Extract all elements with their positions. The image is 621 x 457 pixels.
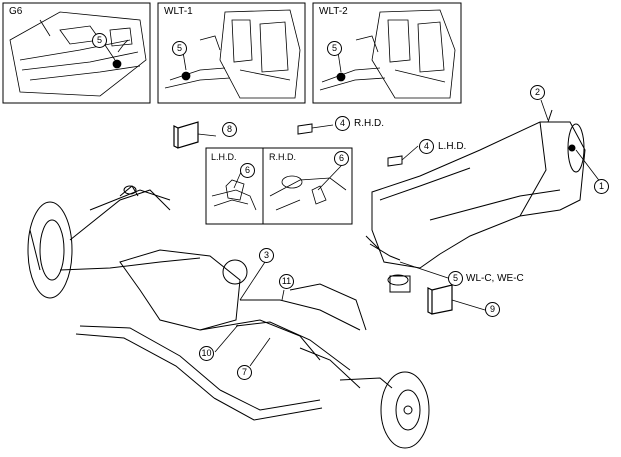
inset-wlt2-frame	[312, 2, 462, 104]
sub-inset-lhd-callout: 6	[240, 163, 255, 178]
callout-9: 9	[485, 302, 500, 317]
inset-g6-frame	[2, 2, 151, 104]
callout-10: 10	[199, 346, 214, 361]
callout-2: 2	[530, 85, 545, 100]
sub-inset-sketch	[211, 175, 347, 211]
callout-3: 3	[259, 248, 274, 263]
sub-inset-right-label: R.H.D.	[269, 152, 296, 162]
inset-g6-sketch	[9, 11, 147, 97]
callout-5-text: WL-C, WE-C	[466, 273, 524, 284]
front-axle	[27, 185, 430, 449]
callout-4-rhd: 4	[335, 116, 350, 131]
inset-wlt1-label: WLT-1	[164, 6, 193, 17]
leader-lines	[104, 44, 602, 367]
inset-wlt1-callout: 5	[172, 41, 187, 56]
inset-g6-label: G6	[9, 6, 23, 17]
callout-11: 11	[279, 274, 294, 289]
callout-4-lhd-text: L.H.D.	[438, 141, 467, 152]
callout-4-rhd-text: R.H.D.	[354, 118, 384, 129]
inset-wlt2-sketch	[319, 9, 456, 99]
callout-5: 5	[448, 271, 463, 286]
inset-g6-callout: 5	[92, 33, 107, 48]
inset-wlt2-label: WLT-2	[319, 6, 348, 17]
inset-wlt1-sketch	[164, 9, 301, 99]
transmission	[365, 109, 586, 293]
callout-7: 7	[237, 365, 252, 380]
sub-inset-left-label: L.H.D.	[211, 152, 237, 162]
sub-inset-frame	[205, 147, 353, 225]
callout-8: 8	[222, 122, 237, 137]
callout-4-lhd: 4	[419, 139, 434, 154]
inset-wlt2-callout: 5	[327, 41, 342, 56]
sub-inset-rhd-callout: 6	[334, 151, 349, 166]
inset-wlt1-frame	[157, 2, 306, 104]
callout-1: 1	[594, 179, 609, 194]
